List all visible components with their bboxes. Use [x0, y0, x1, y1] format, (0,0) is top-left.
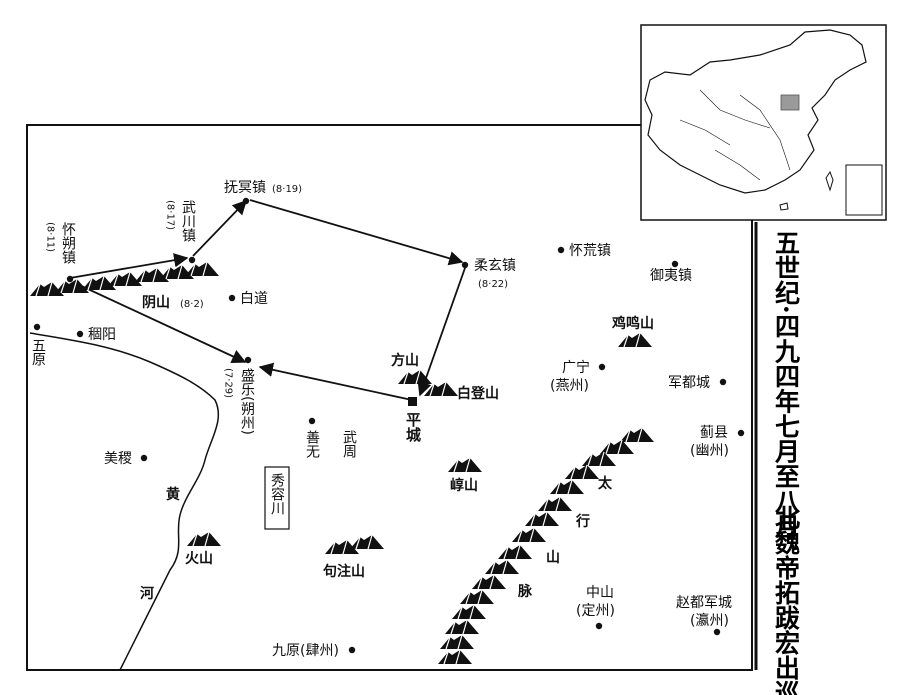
label-jixian-sub: (幽州) [690, 443, 729, 459]
label-zhaodu-sub: (瀛州) [690, 612, 729, 629]
label-huanghe-2: 河 [140, 585, 154, 602]
label-shanwu: 善无 [304, 430, 320, 459]
label-jundu: 军都城 [668, 375, 710, 391]
label-zhongshan: 中山 [586, 585, 614, 601]
label-jiuyuan: 九原(肆州) [272, 643, 339, 659]
xiurongchuan-box [264, 466, 290, 530]
label-fangshan: 方山 [391, 352, 419, 369]
city-markers [33, 197, 745, 654]
map-title-line1: 五世纪·四九四年七月至八月 [772, 230, 802, 539]
label-fuming-date: (8·19) [272, 184, 302, 195]
jiming-mountain [617, 332, 653, 348]
label-fuming: 抚冥镇 [224, 180, 266, 196]
label-yinshan-date: (8·2) [180, 299, 204, 310]
label-huanghe-1: 黄 [166, 486, 180, 503]
gouzhu-mountain-2 [349, 534, 385, 550]
inset-sub-box [845, 164, 883, 216]
label-baideng: 白登山 [457, 385, 499, 402]
china-outline [644, 29, 867, 194]
label-guangning-sub: (燕州) [550, 378, 589, 394]
label-pingcheng: 平城 [404, 412, 422, 443]
inset-map [640, 24, 887, 221]
label-zhaodu: 赵都军城 [676, 595, 732, 611]
yellow-river [29, 332, 220, 671]
label-rouxuan-date: (8·22) [478, 279, 508, 290]
label-rouxuan: 柔玄镇 [474, 257, 516, 274]
pingcheng-marker [408, 397, 417, 406]
map-title-line2: 北魏帝拓跋宏出巡 [772, 505, 802, 695]
label-jixian: 蓟县 [700, 425, 728, 441]
route-lines [69, 199, 466, 401]
yinshan-range [29, 261, 220, 297]
label-taihang-2: 行 [575, 513, 590, 530]
baideng-mountain [423, 381, 459, 397]
label-taihang-1: 太 [598, 475, 613, 492]
inset-province-lines [679, 89, 791, 181]
label-guyang: 稒阳 [88, 327, 116, 343]
label-huaihuang: 怀荒镇 [569, 243, 611, 259]
label-zhongshan-sub: (定州) [576, 603, 615, 619]
label-taihang-4: 脉 [517, 583, 533, 600]
label-shengle-date: (7·29) [223, 368, 234, 398]
label-wuyuan: 五原 [30, 338, 46, 366]
label-wuzhou: 武周 [341, 430, 357, 459]
label-guangning: 广宁 [562, 359, 590, 376]
label-wuchuan-date: (8·17) [165, 200, 176, 230]
label-xiurongchuan: 秀容川 [269, 473, 285, 515]
label-gouzhu: 句注山 [323, 563, 365, 580]
label-baidao: 白道 [240, 291, 268, 307]
inset-highlight [780, 94, 800, 111]
hainan-island [779, 202, 789, 211]
label-yinshan: 阴山 [142, 295, 170, 311]
hengshan-mountain [447, 457, 483, 473]
label-shengle: 盛乐(朔州) [239, 368, 255, 435]
label-meiji: 美稷 [104, 451, 132, 467]
label-yuyi: 御夷镇 [650, 268, 692, 284]
label-taihang-3: 山 [546, 550, 560, 566]
label-huaishuo-date: (8·11) [45, 222, 56, 252]
label-hengshan: 崞山 [450, 477, 478, 494]
huoshan-mountain [186, 531, 222, 547]
label-wuchuan: 武川镇 [180, 200, 196, 242]
map-frame [26, 124, 753, 671]
label-jiming: 鸡鸣山 [611, 315, 654, 332]
label-huaishuo: 怀朔镇 [60, 222, 76, 264]
label-huoshan: 火山 [185, 551, 213, 567]
taiwan-island [825, 170, 834, 192]
